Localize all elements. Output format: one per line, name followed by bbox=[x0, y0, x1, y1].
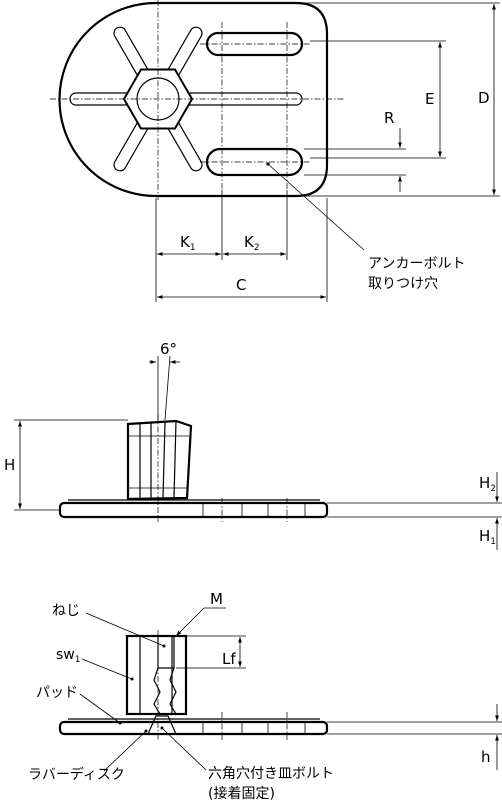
dim-Lf-label: Lf bbox=[222, 650, 236, 668]
screw-label: ねじ bbox=[52, 603, 80, 619]
countersunk-bolt-label-line1: 六角穴付き皿ボルト bbox=[208, 766, 334, 782]
thread-M-label: M bbox=[210, 590, 223, 608]
dim-D-label: D bbox=[478, 89, 490, 107]
anchor-bolt-hole-label-line1: アンカーボルト bbox=[368, 256, 465, 272]
top-view: E D R K1 K2 C アンカーボルト 取りつけ穴 bbox=[50, 0, 500, 302]
dim-H1-label: H1 bbox=[479, 527, 496, 547]
angle-label: 6° bbox=[160, 340, 177, 358]
side-view: 6° H H2 H1 bbox=[4, 340, 502, 550]
dim-H-label: H bbox=[4, 456, 15, 474]
anchor-slot-upper bbox=[205, 31, 304, 57]
dim-H2-label: H2 bbox=[479, 474, 496, 494]
sw1-label: sw1 bbox=[56, 647, 80, 665]
section-view: Lf M h ねじ sw1 パッド ラバーディスク 六角穴付き皿ボルト (接着固… bbox=[28, 590, 502, 802]
countersunk-bolt bbox=[147, 715, 177, 735]
dim-h-label: h bbox=[481, 748, 491, 766]
dim-C-label: C bbox=[236, 276, 246, 294]
pad-label: パッド bbox=[36, 685, 78, 701]
dim-E-label: E bbox=[425, 90, 434, 108]
rubber-disc-label: ラバーディスク bbox=[28, 766, 125, 783]
base-plate-outline bbox=[58, 1, 329, 198]
tilted-nut bbox=[126, 419, 193, 501]
anchor-slot-lower bbox=[205, 147, 304, 177]
dim-K2-label: K2 bbox=[244, 233, 260, 253]
dim-K1-label: K1 bbox=[180, 233, 196, 253]
section-nut bbox=[125, 634, 188, 716]
anchor-bolt-hole-label-line2: 取りつけ穴 bbox=[368, 276, 438, 292]
countersunk-bolt-label-line2: (接着固定) bbox=[208, 785, 275, 802]
dim-R-label: R bbox=[384, 109, 394, 127]
section-base-plate bbox=[58, 720, 329, 736]
